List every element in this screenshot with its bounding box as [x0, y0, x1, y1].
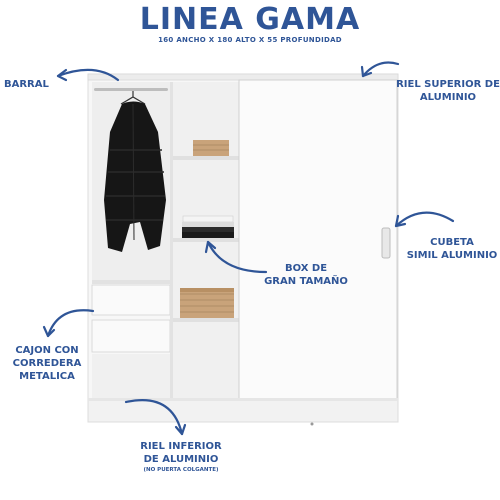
- arrow-icon: [42, 61, 455, 436]
- label-barral: BARRAL: [4, 79, 49, 90]
- label-cubeta-line2: SIMIL ALUMINIO: [406, 250, 498, 261]
- hanging-rod: [94, 88, 168, 91]
- label-riel-inferior-line2: DE ALUMINIO: [143, 454, 219, 465]
- label-riel-inferior-line1: RIEL INFERIOR: [140, 441, 222, 452]
- label-cajon-line1: CAJON CON: [15, 345, 79, 356]
- label-box-line2: GRAN TAMAÑO: [264, 276, 348, 287]
- door-handle: [381, 227, 391, 259]
- label-riel-superior-line2: ALUMINIO: [419, 92, 477, 103]
- shelf-2: [173, 238, 239, 242]
- label-riel-inferior-note: (NO PUERTA COLGANTE): [143, 467, 219, 473]
- label-box: BOX DE GRAN TAMAÑO: [258, 262, 354, 288]
- label-cubeta: CUBETA SIMIL ALUMINIO: [404, 236, 500, 262]
- left-bottom-space: [92, 354, 170, 398]
- label-box-line1: BOX DE: [284, 263, 328, 274]
- wardrobe-plinth: [87, 399, 399, 423]
- center-divider: [170, 82, 173, 398]
- folded-clothes: [182, 215, 234, 238]
- drawer-top: [91, 284, 171, 316]
- label-cajon-line3: METALICA: [19, 371, 75, 382]
- label-riel-superior-line1: RIEL SUPERIOR DE: [396, 79, 500, 90]
- shelf-1: [173, 156, 239, 160]
- storage-box-small: [193, 140, 229, 156]
- sliding-door: [238, 79, 398, 401]
- left-shelf: [92, 280, 170, 284]
- dimensions-subtitle: 160 ANCHO X 180 ALTO X 55 PROFUNDIDAD: [158, 36, 342, 44]
- shelf-3: [173, 318, 239, 322]
- page-title: LINEA GAMA: [139, 2, 361, 37]
- label-riel-inferior: RIEL INFERIOR DE ALUMINIO (NO PUERTA COL…: [126, 440, 236, 474]
- hanger-icon: [120, 91, 146, 105]
- top-rail: [87, 73, 399, 81]
- label-cajon: CAJON CON CORREDERA METALICA: [10, 344, 84, 383]
- bottom-rail: [88, 398, 398, 401]
- label-cajon-line2: CORREDERA: [12, 358, 82, 369]
- label-riel-superior: RIEL SUPERIOR DE ALUMINIO: [392, 78, 500, 104]
- label-cubeta-line1: CUBETA: [430, 237, 474, 248]
- jacket-icon: [104, 101, 166, 252]
- storage-box-large: [180, 288, 234, 318]
- drawer-bottom: [91, 319, 171, 353]
